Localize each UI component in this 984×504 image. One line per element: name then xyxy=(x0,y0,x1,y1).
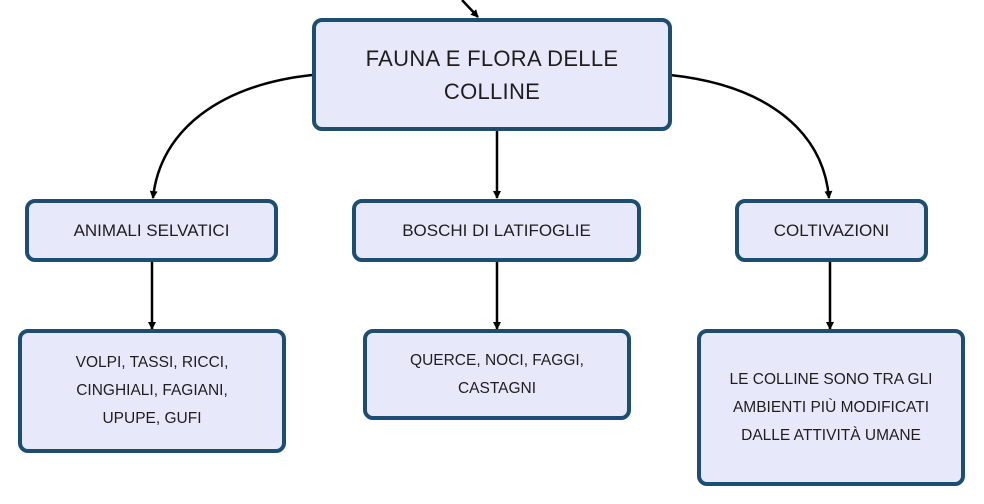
connector-root-coltivazioni xyxy=(669,73,833,199)
connector-root-animali-selvatici xyxy=(149,73,313,199)
detail-node-animali-selvatici[interactable]: VOLPI, TASSI, RICCI, CINGHIALI, FAGIANI,… xyxy=(18,329,286,453)
root-node[interactable]: FAUNA E FLORA DELLE COLLINE xyxy=(312,18,672,131)
detail-text-boschi-di-latifoglie: QUERCE, NOCI, FAGGI, CASTAGNI xyxy=(410,351,584,397)
incoming-connector xyxy=(461,0,479,18)
detail-node-boschi-di-latifoglie[interactable]: QUERCE, NOCI, FAGGI, CASTAGNI xyxy=(363,329,631,420)
category-label-coltivazioni: COLTIVAZIONI xyxy=(773,220,890,240)
category-node-animali-selvatici[interactable]: ANIMALI SELVATICI xyxy=(25,199,278,262)
root-node-label: FAUNA E FLORA DELLE COLLINE xyxy=(365,45,619,104)
detail-text-animali-selvatici: VOLPI, TASSI, RICCI, CINGHIALI, FAGIANI,… xyxy=(75,354,229,427)
category-node-coltivazioni[interactable]: COLTIVAZIONI xyxy=(735,199,928,262)
detail-text-coltivazioni: LE COLLINE SONO TRA GLI AMBIENTI PIÙ MOD… xyxy=(729,370,933,444)
detail-node-coltivazioni[interactable]: LE COLLINE SONO TRA GLI AMBIENTI PIÙ MOD… xyxy=(697,329,965,486)
category-node-boschi-di-latifoglie[interactable]: BOSCHI DI LATIFOGLIE xyxy=(352,199,641,262)
category-label-boschi-di-latifoglie: BOSCHI DI LATIFOGLIE xyxy=(402,220,591,240)
category-label-animali-selvatici: ANIMALI SELVATICI xyxy=(73,220,230,240)
